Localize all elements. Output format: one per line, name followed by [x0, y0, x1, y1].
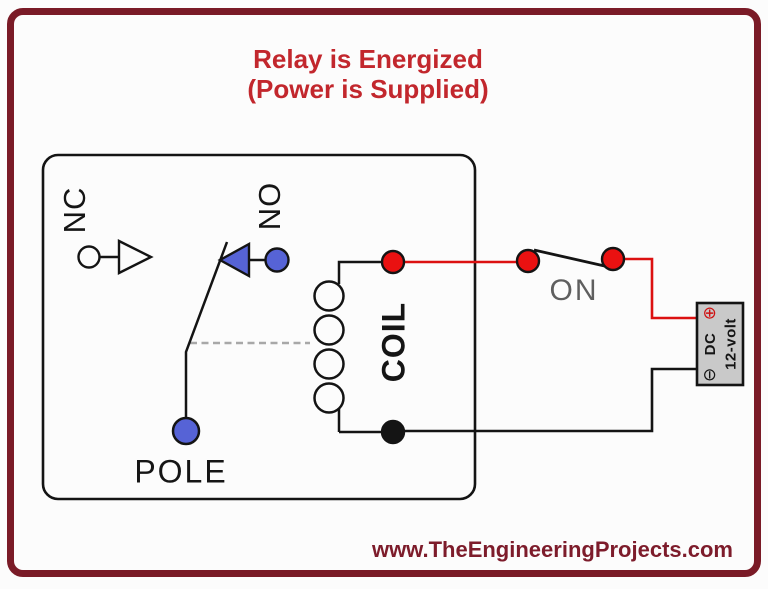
- battery-body: [695, 301, 745, 387]
- battery-voltage-label: 12-volt: [722, 318, 740, 370]
- no-contact: [217, 241, 290, 279]
- wire-return-black: [393, 367, 697, 433]
- website-footer: www.TheEngineeringProjects.com: [371, 537, 733, 562]
- minus-terminal-icon: ⊖: [699, 367, 720, 382]
- battery-dc-label: DC: [701, 332, 719, 356]
- pole-terminal: [171, 416, 201, 446]
- no-label: NO: [252, 181, 287, 231]
- switch-on-label: ON: [549, 274, 599, 307]
- relay-body-outline: [41, 153, 477, 501]
- switch-terminal-right: [600, 246, 626, 272]
- switch-terminal-left: [515, 248, 541, 274]
- nc-contact: [77, 239, 154, 275]
- coil-terminal-return: [380, 419, 406, 445]
- switch-blade: [533, 248, 610, 269]
- nc-label: NC: [57, 186, 92, 234]
- wire-live-red: [393, 257, 697, 320]
- pole-label: POLE: [134, 453, 228, 490]
- page-title: Relay is Energized (Power is Supplied): [247, 44, 488, 104]
- coil-label: COIL: [375, 301, 412, 383]
- title-line-1: Relay is Energized: [253, 44, 483, 74]
- coil-terminal-live: [380, 249, 406, 275]
- pole-arm: [184, 241, 229, 421]
- battery-terminal-column: ⊖ DC ⊕: [700, 306, 720, 382]
- title-line-2: (Power is Supplied): [247, 74, 489, 104]
- plus-terminal-icon: ⊕: [699, 306, 720, 321]
